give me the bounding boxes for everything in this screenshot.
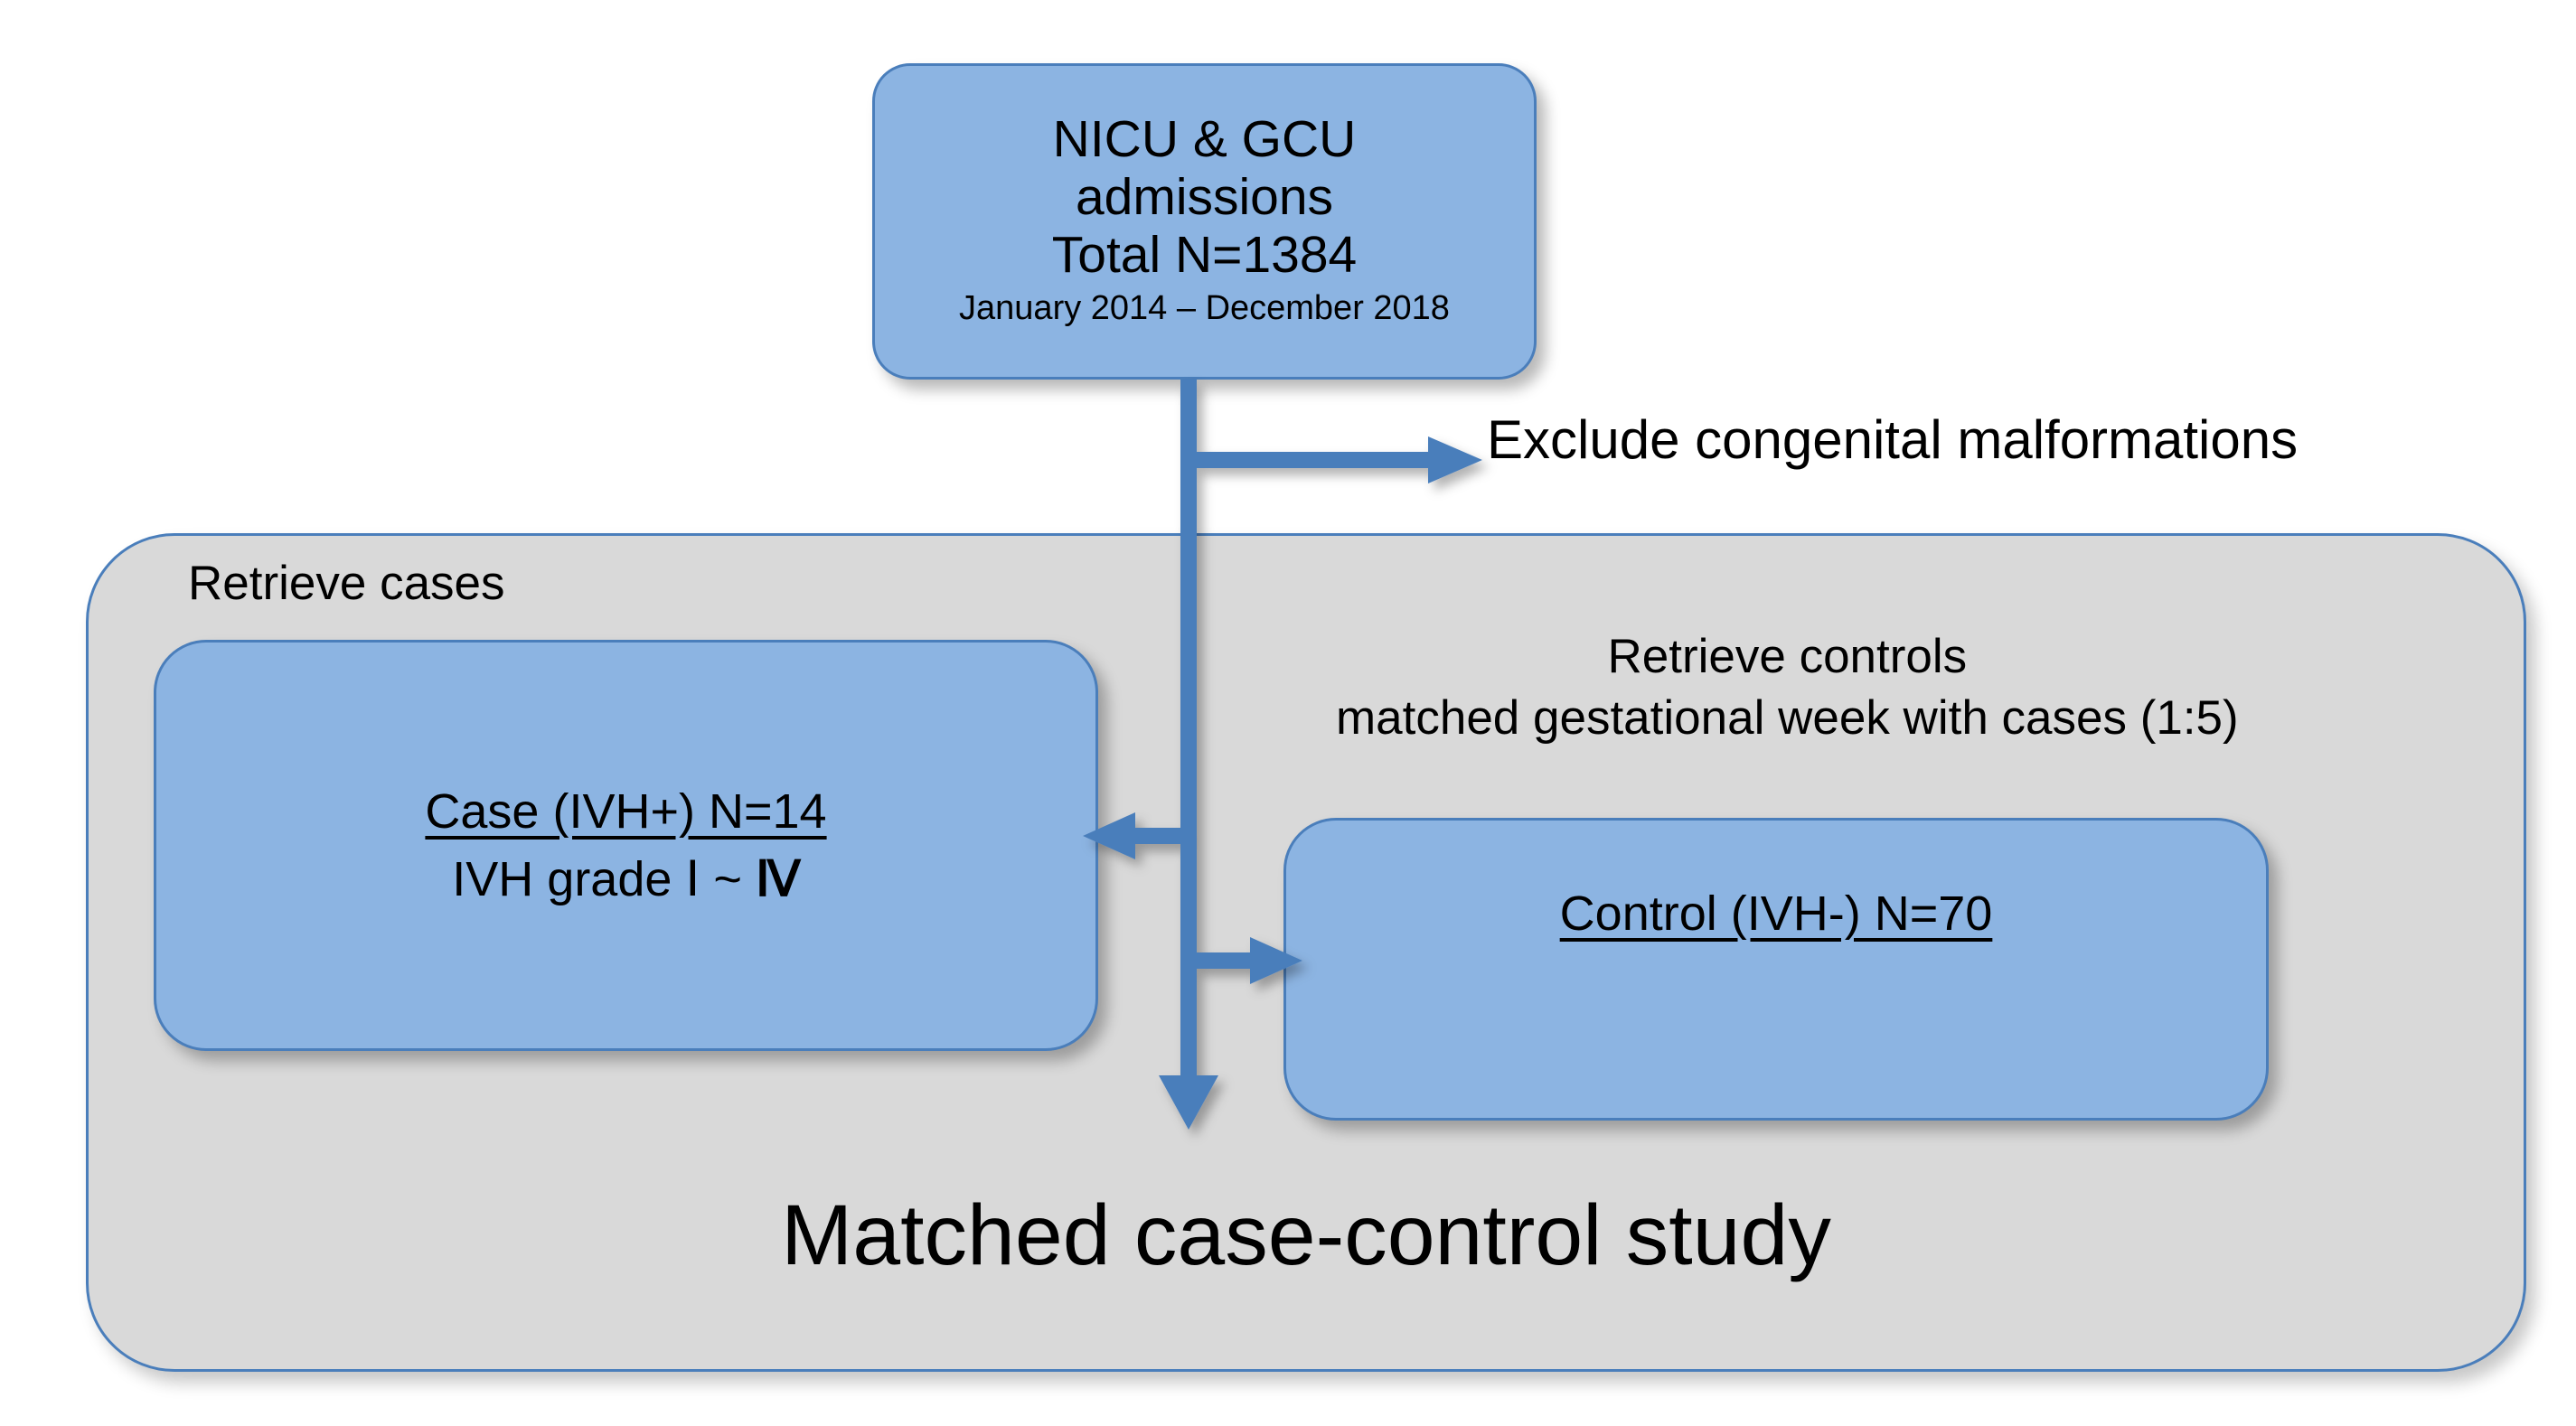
admissions-line-1: NICU & GCU bbox=[1052, 109, 1357, 168]
control-ivh-negative-box: Control (IVH-) N=70 bbox=[1283, 818, 2269, 1121]
retrieve-controls-line2: matched gestational week with cases (1:5… bbox=[1336, 690, 2239, 745]
ivh-grade-separator: ~ bbox=[700, 852, 756, 906]
control-header: Control (IVH-) N=70 bbox=[1559, 887, 1993, 941]
case-ivh-grade-line: IVH grade Ⅰ ~ Ⅳ bbox=[452, 850, 801, 907]
exclude-congenital-malformations-label: Exclude congenital malformations bbox=[1487, 409, 2299, 470]
retrieve-controls-annotation: Retrieve controls matched gestational we… bbox=[1336, 626, 2239, 749]
retrieve-controls-line1: Retrieve controls bbox=[1607, 630, 1968, 683]
nicu-gcu-admissions-box: NICU & GCU admissions Total N=1384 Janua… bbox=[872, 63, 1537, 380]
admissions-total-n: Total N=1384 bbox=[1051, 225, 1358, 284]
case-ivh-positive-box: Case (IVH+) N=14 IVH grade Ⅰ ~ Ⅳ bbox=[154, 640, 1098, 1051]
case-header: Case (IVH+) N=14 bbox=[425, 784, 827, 839]
ivh-grade-prefix: IVH grade bbox=[452, 852, 686, 906]
admissions-line-2: admissions bbox=[1075, 167, 1334, 226]
ivh-grade-high: Ⅳ bbox=[755, 852, 801, 906]
exclusion-branch-line bbox=[1189, 452, 1437, 468]
matched-case-control-study-title: Matched case-control study bbox=[781, 1187, 1831, 1283]
retrieve-cases-label: Retrieve cases bbox=[188, 557, 505, 610]
ivh-grade-low: Ⅰ bbox=[685, 852, 700, 906]
admissions-date-range: January 2014 – December 2018 bbox=[959, 289, 1450, 328]
exclusion-arrow-head bbox=[1428, 436, 1482, 483]
